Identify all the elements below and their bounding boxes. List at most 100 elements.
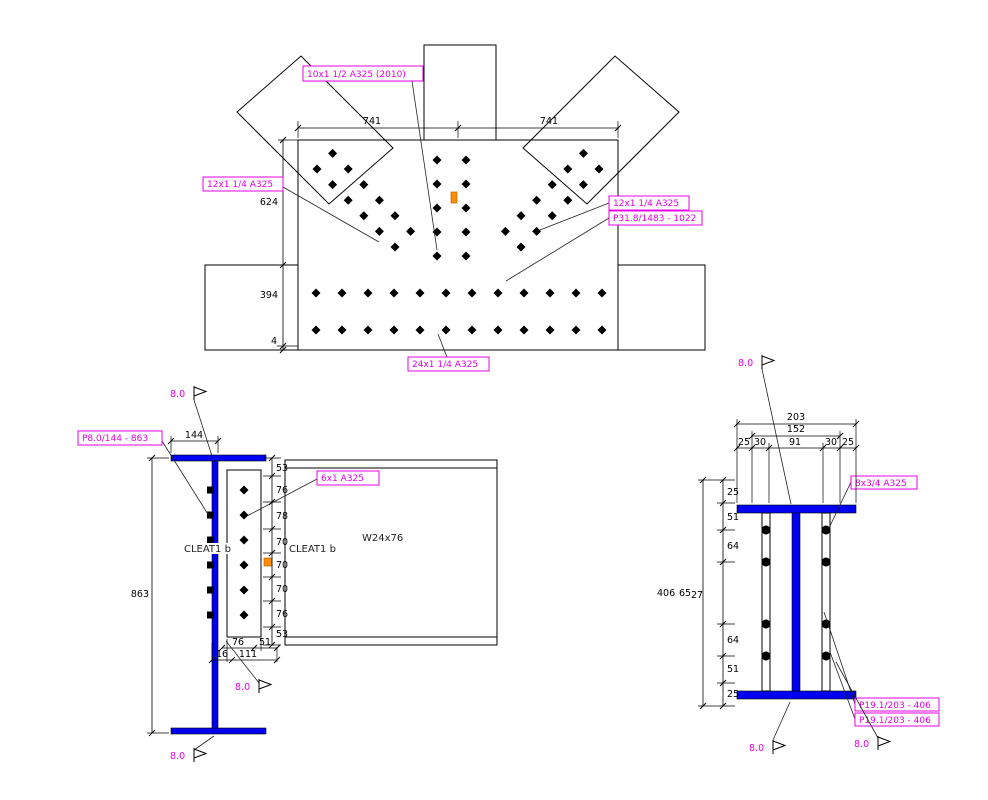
topchain-3: 30 bbox=[825, 437, 837, 448]
weld-section-top-size: 8.0 bbox=[738, 358, 753, 369]
leftchain-3: 64 bbox=[727, 635, 739, 646]
label-center-bolts[interactable]: 10x1 1/2 A325 (2010) bbox=[302, 65, 438, 251]
bottom-bolt-group[interactable] bbox=[311, 288, 607, 335]
weld-symbol-top[interactable]: 8.0 bbox=[170, 385, 213, 457]
leftchain-1: 51 bbox=[727, 512, 739, 523]
label-cleat-plate-1-text: P19.1/203 - 406 bbox=[859, 701, 931, 711]
left-cleat-plate[interactable] bbox=[761, 512, 771, 692]
weld-symbol-section-top[interactable]: 8.0 bbox=[738, 354, 792, 505]
offset-0: 16 bbox=[216, 649, 228, 660]
leftchain-0: 25 bbox=[727, 487, 739, 498]
cluster-65: 65 bbox=[679, 588, 691, 599]
label-cleat-bolts[interactable]: 6x1 A325 bbox=[246, 470, 380, 517]
label-cleat-plate-2-text: P19.1/203 - 406 bbox=[859, 716, 931, 726]
pitch-2: 78 bbox=[276, 511, 288, 522]
label-right-bolts[interactable]: 12x1 1/4 A325 bbox=[539, 195, 690, 231]
weld-bottom-size: 8.0 bbox=[170, 751, 185, 762]
dim-section-overall-width[interactable]: 203 bbox=[737, 412, 856, 425]
weld-symbol-mid[interactable]: 8.0 bbox=[225, 640, 272, 694]
weld-symbol-section-bl[interactable]: 8.0 bbox=[749, 701, 791, 755]
dim-section-top-chain[interactable]: 25 30 91 30 25 bbox=[737, 437, 856, 449]
weld-symbol-section-br[interactable]: 8.0 bbox=[835, 661, 891, 751]
topchain-2: 91 bbox=[789, 437, 801, 448]
left-brace-bolt-group[interactable] bbox=[312, 148, 416, 252]
extension-lines bbox=[147, 121, 857, 734]
offset-1: 111 bbox=[239, 649, 257, 660]
cleat-left-textbg bbox=[182, 543, 232, 554]
width-1: 51 bbox=[259, 637, 271, 648]
left-beam[interactable] bbox=[204, 264, 299, 351]
cleat-left-name[interactable]: CLEAT1 b bbox=[184, 544, 231, 555]
elevation-view: 144 863 53 76 78 70 70 70 76 53 76 51 16… bbox=[77, 385, 498, 763]
pitch-5: 70 bbox=[276, 584, 288, 595]
dim-bolt-pitch-chain[interactable]: 53 76 78 70 70 70 76 53 bbox=[271, 458, 288, 645]
dim-624: 624 bbox=[260, 197, 278, 208]
label-end-plate-text: P8.0/144 - 863 bbox=[82, 434, 148, 444]
pitch-6: 76 bbox=[276, 609, 288, 620]
dim-plate-width[interactable]: 144 bbox=[171, 430, 218, 442]
leftchain-2: 64 bbox=[727, 541, 739, 552]
beam-outline[interactable] bbox=[284, 459, 498, 646]
topchain-4: 25 bbox=[842, 437, 854, 448]
dim-setback-chain[interactable]: 16 111 bbox=[212, 649, 277, 661]
bottom-plate-member[interactable] bbox=[170, 727, 267, 735]
label-gusset-plate[interactable]: P31.8/1483 - 1022 bbox=[505, 210, 703, 282]
dim-left-height[interactable]: 624 394 4 bbox=[260, 140, 284, 350]
section-bottom-flange[interactable] bbox=[736, 690, 857, 700]
gusset-plate[interactable] bbox=[297, 139, 619, 351]
right-brace[interactable] bbox=[522, 55, 680, 205]
dim-144: 144 bbox=[185, 430, 203, 441]
label-section-bolts[interactable]: 8x3/4 A325 bbox=[828, 475, 918, 529]
weld-section-br-size: 8.0 bbox=[854, 739, 869, 750]
elevation-marker[interactable] bbox=[263, 557, 273, 567]
label-gusset-plate-text: P31.8/1483 - 1022 bbox=[613, 214, 696, 224]
dim-section-overall-height[interactable]: 406 65 27 bbox=[657, 480, 704, 706]
right-brace-bolt-group[interactable] bbox=[500, 148, 604, 252]
work-point-marker[interactable] bbox=[450, 191, 458, 204]
label-cleat-plate-1[interactable]: P19.1/203 - 406 bbox=[823, 611, 940, 712]
pitch-0: 53 bbox=[276, 463, 288, 474]
dim-section-gauge-width[interactable]: 152 bbox=[752, 424, 840, 437]
dim-4: 4 bbox=[271, 336, 277, 347]
dim-203: 203 bbox=[787, 412, 805, 423]
pitch-1: 76 bbox=[276, 485, 288, 496]
dim-section-left-chain[interactable]: 25 51 64 64 51 25 bbox=[722, 480, 739, 706]
cluster-27: 27 bbox=[691, 590, 703, 601]
dim-394: 394 bbox=[260, 290, 278, 301]
label-left-bolts[interactable]: 12x1 1/4 A325 bbox=[202, 176, 380, 243]
right-cleat-plate[interactable] bbox=[821, 512, 831, 692]
topchain-1: 30 bbox=[754, 437, 766, 448]
label-cleat-plate-2[interactable]: P19.1/203 - 406 bbox=[829, 651, 940, 727]
beam-mark[interactable]: W24x76 bbox=[362, 533, 403, 544]
dim-741-right: 741 bbox=[540, 116, 558, 127]
end-plate-member[interactable] bbox=[211, 460, 219, 729]
cluster-406: 406 bbox=[657, 588, 675, 599]
pitch-7: 53 bbox=[276, 629, 288, 640]
label-cleat-bolts-text: 6x1 A325 bbox=[321, 474, 364, 484]
dim-plate-length[interactable]: 863 bbox=[131, 458, 153, 733]
label-right-bolts-text: 12x1 1/4 A325 bbox=[613, 199, 679, 209]
end-plate-bolt-group[interactable] bbox=[207, 486, 214, 619]
pitch-3: 70 bbox=[276, 537, 288, 548]
weld-mid-size: 8.0 bbox=[235, 682, 250, 693]
weld-symbol-bottom[interactable]: 8.0 bbox=[170, 735, 215, 763]
topchain-0: 25 bbox=[738, 437, 750, 448]
label-bottom-bolts[interactable]: 24x1 1/4 A325 bbox=[407, 333, 490, 372]
weld-top-size: 8.0 bbox=[170, 389, 185, 400]
section-view: 203 152 25 30 91 30 25 25 51 64 64 51 25… bbox=[657, 354, 940, 755]
cleat-bolt-group[interactable] bbox=[239, 485, 249, 620]
label-end-plate[interactable]: P8.0/144 - 863 bbox=[77, 430, 212, 520]
dim-741-left: 741 bbox=[363, 116, 381, 127]
weld-section-bl-size: 8.0 bbox=[749, 743, 764, 754]
cleat-right-name[interactable]: CLEAT1 b bbox=[289, 544, 336, 555]
top-plate-member[interactable] bbox=[170, 454, 267, 462]
leftchain-4: 51 bbox=[727, 664, 739, 675]
dim-863: 863 bbox=[131, 589, 149, 600]
section-web[interactable] bbox=[791, 512, 801, 692]
right-beam[interactable] bbox=[617, 264, 706, 351]
dimension-ticks bbox=[148, 124, 860, 737]
center-bolt-group[interactable] bbox=[432, 155, 471, 261]
width-0: 76 bbox=[232, 637, 244, 648]
